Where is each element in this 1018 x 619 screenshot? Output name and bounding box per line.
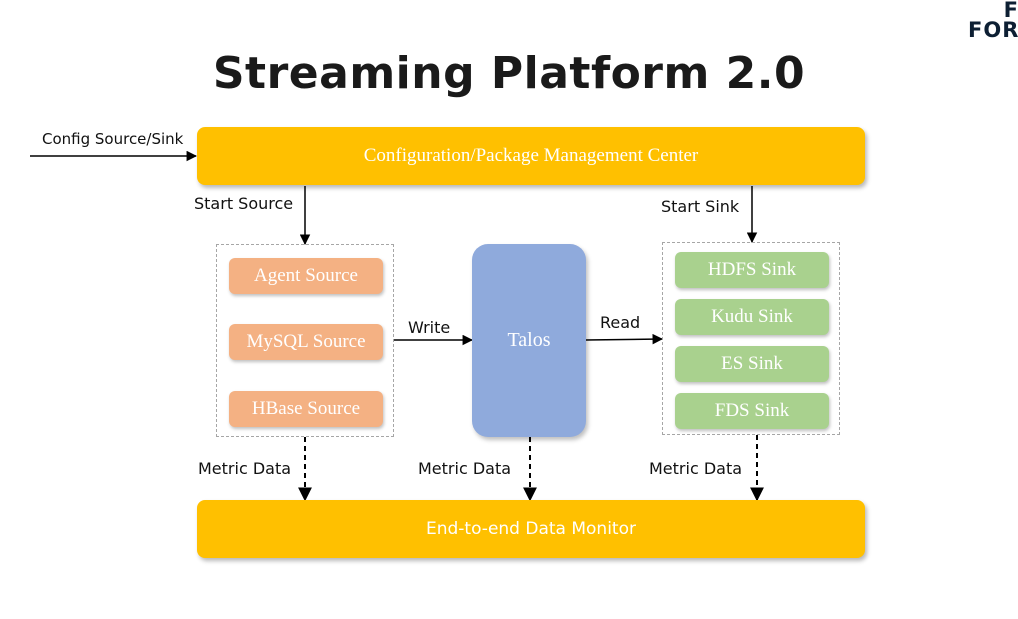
- kudu-sink-node: Kudu Sink: [675, 299, 829, 335]
- write-label: Write: [408, 318, 451, 337]
- logo-line-1: F: [1003, 0, 1018, 22]
- agent-source-node: Agent Source: [229, 258, 383, 294]
- mysql-source-node: MySQL Source: [229, 324, 383, 360]
- data-monitor-bar: End-to-end Data Monitor: [197, 500, 865, 558]
- read-arrow: [585, 333, 664, 345]
- talos-node: Talos: [472, 244, 586, 437]
- start-sink-label: Start Sink: [661, 197, 740, 216]
- fds-sink-node: FDS Sink: [675, 393, 829, 429]
- read-label: Read: [600, 313, 641, 332]
- hbase-source-node: HBase Source: [229, 391, 383, 427]
- hdfs-sink-node: HDFS Sink: [675, 252, 829, 288]
- page-title: Streaming Platform 2.0: [212, 48, 806, 99]
- config-management-bar: Configuration/Package Management Center: [197, 127, 865, 185]
- sink-group: [662, 242, 840, 435]
- brand-logo: F FOR: [968, 0, 1018, 44]
- start-source-label: Start Source: [194, 194, 294, 213]
- es-sink-node: ES Sink: [675, 346, 829, 382]
- source-group: [216, 244, 394, 437]
- logo-line-2: FOR: [968, 18, 1018, 42]
- metric-data-label-mid: Metric Data: [418, 459, 512, 478]
- metric-data-label-left: Metric Data: [198, 459, 292, 478]
- metric-data-label-right: Metric Data: [649, 459, 743, 478]
- config-label: Config Source/Sink: [42, 130, 184, 148]
